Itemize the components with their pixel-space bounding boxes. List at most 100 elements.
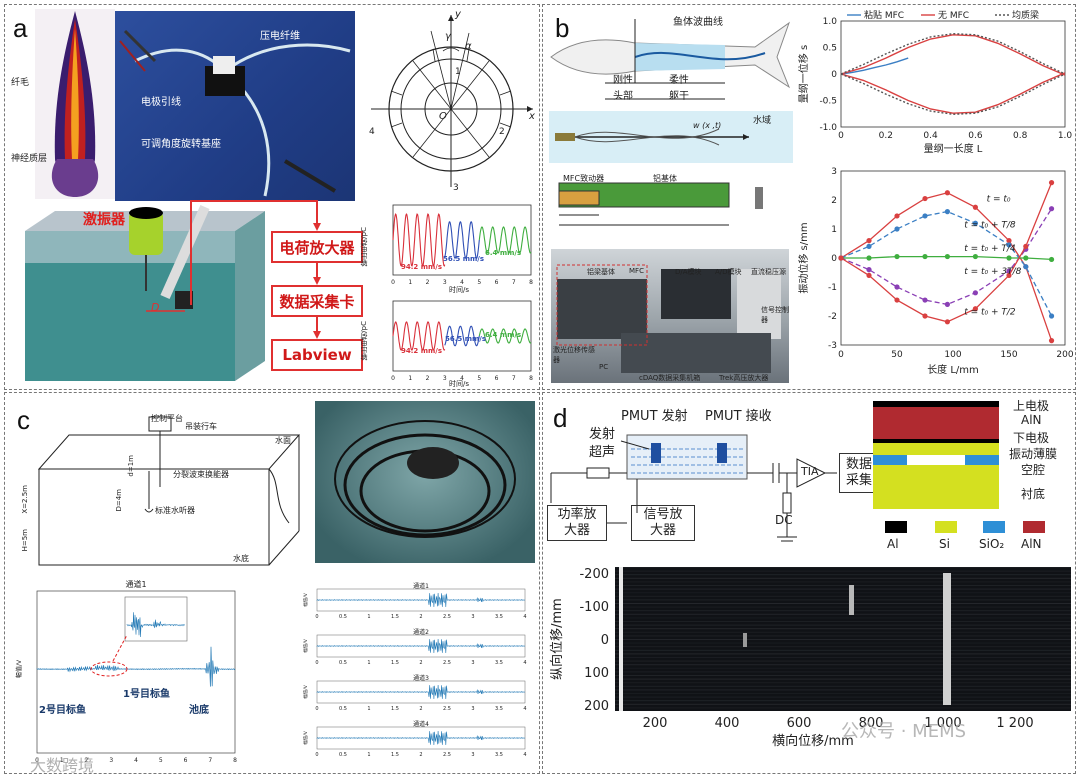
- chart2-point: [894, 226, 899, 231]
- heatmap-row: [615, 603, 1071, 604]
- chart2-point: [866, 273, 871, 278]
- layer-bottom-electrode: 下电极: [1013, 429, 1049, 446]
- polar-o: O: [439, 111, 447, 122]
- signal-xtick: 5: [477, 375, 481, 382]
- channel-xtick: 3: [471, 660, 474, 666]
- channel-xtick: 0: [315, 660, 318, 666]
- heatmap-row: [615, 596, 1071, 597]
- fish-curve-label: 鱼体波曲线: [673, 13, 723, 28]
- channel-xtick: 0.5: [339, 660, 347, 666]
- signal-xtick: 7: [512, 279, 516, 286]
- chart-ultrasound-image: 2004006008001 0001 200-200-1000100200横向位…: [545, 561, 1075, 773]
- c-dim3: D=4m: [115, 489, 123, 512]
- main-xtick: 5: [159, 757, 163, 764]
- material-legend: Al Si SiO₂ AlN: [877, 521, 1067, 557]
- photo-label-fiber: 压电纤维: [260, 27, 300, 42]
- mfc-label: MFC致动器: [563, 173, 604, 184]
- chart2-point: [945, 209, 950, 214]
- channel-xtick: 0.5: [339, 614, 347, 620]
- chart2-point: [1049, 338, 1054, 343]
- sig-bot-ann-1: 94.2 mm/s: [401, 347, 442, 355]
- signal-xtick: 0: [391, 375, 395, 382]
- watermark-bottom: 大数跨境: [30, 752, 94, 776]
- sig-bot-xlabel: 时间/s: [449, 379, 469, 389]
- label-fish-2: 2号目标鱼: [39, 703, 86, 716]
- chart2-point: [866, 244, 871, 249]
- channel-xtick: 3: [471, 706, 474, 712]
- heatmap-row: [615, 581, 1071, 582]
- chart1-frame: [841, 21, 1065, 127]
- polar-gamma: γ: [445, 31, 451, 42]
- fish-flex-label: 柔性: [669, 71, 689, 86]
- chart2-point: [1023, 255, 1028, 260]
- heatmap-row: [615, 653, 1071, 654]
- polar-n3: 3: [453, 183, 459, 193]
- chart2-series-5: [841, 183, 1052, 322]
- photo-b-label-5: 直流稳压源: [751, 267, 786, 277]
- chart2-annotation: t = t₀ + 3T/8: [964, 267, 1021, 277]
- channel-xtick: 1.5: [391, 706, 399, 712]
- channel-ylabel: 幅值/V: [302, 730, 309, 745]
- heatmap-row: [615, 574, 1071, 575]
- heatmap-row: [615, 700, 1071, 701]
- vibrator-label: 激振器: [83, 209, 125, 229]
- dc-label: DC: [775, 513, 793, 527]
- channel-xtick: 1.5: [391, 752, 399, 758]
- chart1-xtick: 0.6: [968, 131, 983, 141]
- layer-top-electrode: 上电极: [1013, 397, 1049, 414]
- channel-xtick: 2.5: [443, 660, 451, 666]
- heatmap-row: [615, 668, 1071, 669]
- main-ylabel: 幅值/V: [15, 659, 23, 678]
- chart2-point: [973, 290, 978, 295]
- channel-xtick: 2: [419, 614, 422, 620]
- channel-xtick: 4: [523, 614, 526, 620]
- chart1-ytick: -0.5: [819, 97, 837, 107]
- hair-label-nerve: 神经质层: [11, 151, 47, 164]
- layer-substrate: 衬底: [1021, 485, 1045, 502]
- legend-si: Si: [939, 537, 950, 551]
- channel-xtick: 2.5: [443, 706, 451, 712]
- chart2-point: [894, 297, 899, 302]
- c-surface: 水面: [275, 435, 291, 446]
- signal-xtick: 3: [443, 279, 447, 286]
- channel-xtick: 2.5: [443, 614, 451, 620]
- heatmap-xtick: 200: [643, 716, 668, 731]
- channel-ylabel: 幅值/V: [302, 684, 309, 699]
- channel-xtick: 3.5: [495, 614, 503, 620]
- hair-label-cilia: 纤毛: [11, 75, 29, 88]
- chart1-legend-label: 均质梁: [1012, 9, 1039, 21]
- heatmap-row: [615, 592, 1071, 593]
- chart1-legend-label: 粘贴 MFC: [864, 9, 904, 21]
- tank-d-label: D: [151, 301, 159, 314]
- chart2-xtick: 150: [1000, 350, 1017, 360]
- heatmap-ytick: 200: [584, 699, 609, 714]
- channel-xtick: 1: [367, 706, 370, 712]
- fish-rigid-label: 刚性: [613, 71, 633, 86]
- channel-xtick: 0.5: [339, 706, 347, 712]
- heatmap-ylabel: 纵向位移/mm: [549, 598, 565, 680]
- heatmap-row: [615, 693, 1071, 694]
- channel-xtick: 2.5: [443, 752, 451, 758]
- layer-aln: AlN: [1021, 413, 1042, 427]
- main-xtick: 6: [184, 757, 188, 764]
- panel-b: b 鱼体波曲线 刚性 柔性 头部 躯干 水域 w (x ,t) MFC致动器 铝…: [542, 4, 1076, 390]
- channel-xtick: 1.5: [391, 660, 399, 666]
- signal-xtick: 8: [529, 279, 533, 286]
- photo-b-label-1: 铝梁基体: [587, 267, 615, 277]
- pmut-rx-label: PMUT 接收: [705, 405, 772, 424]
- pmut-tx-label: PMUT 发射: [621, 405, 688, 424]
- chart1-xtick: 1.0: [1058, 131, 1073, 141]
- water-label: 水域: [753, 113, 771, 126]
- c-dim1: X=2.5m: [21, 485, 29, 514]
- chart2-annotation: t = t₀ + T/2: [964, 308, 1016, 318]
- chain-arrows: [181, 195, 371, 375]
- chart1-legend-label: 无 MFC: [938, 10, 969, 21]
- layer-membrane: 振动薄膜: [1009, 445, 1057, 462]
- chart2-point: [866, 267, 871, 272]
- chart2-xtick: 200: [1056, 350, 1073, 360]
- c-transducer: 分裂波束换能器: [173, 469, 229, 480]
- chart2-point: [922, 297, 927, 302]
- heatmap-ytick: 100: [584, 666, 609, 681]
- signal-trace-1: [393, 214, 445, 266]
- signal-xtick: 2: [426, 279, 430, 286]
